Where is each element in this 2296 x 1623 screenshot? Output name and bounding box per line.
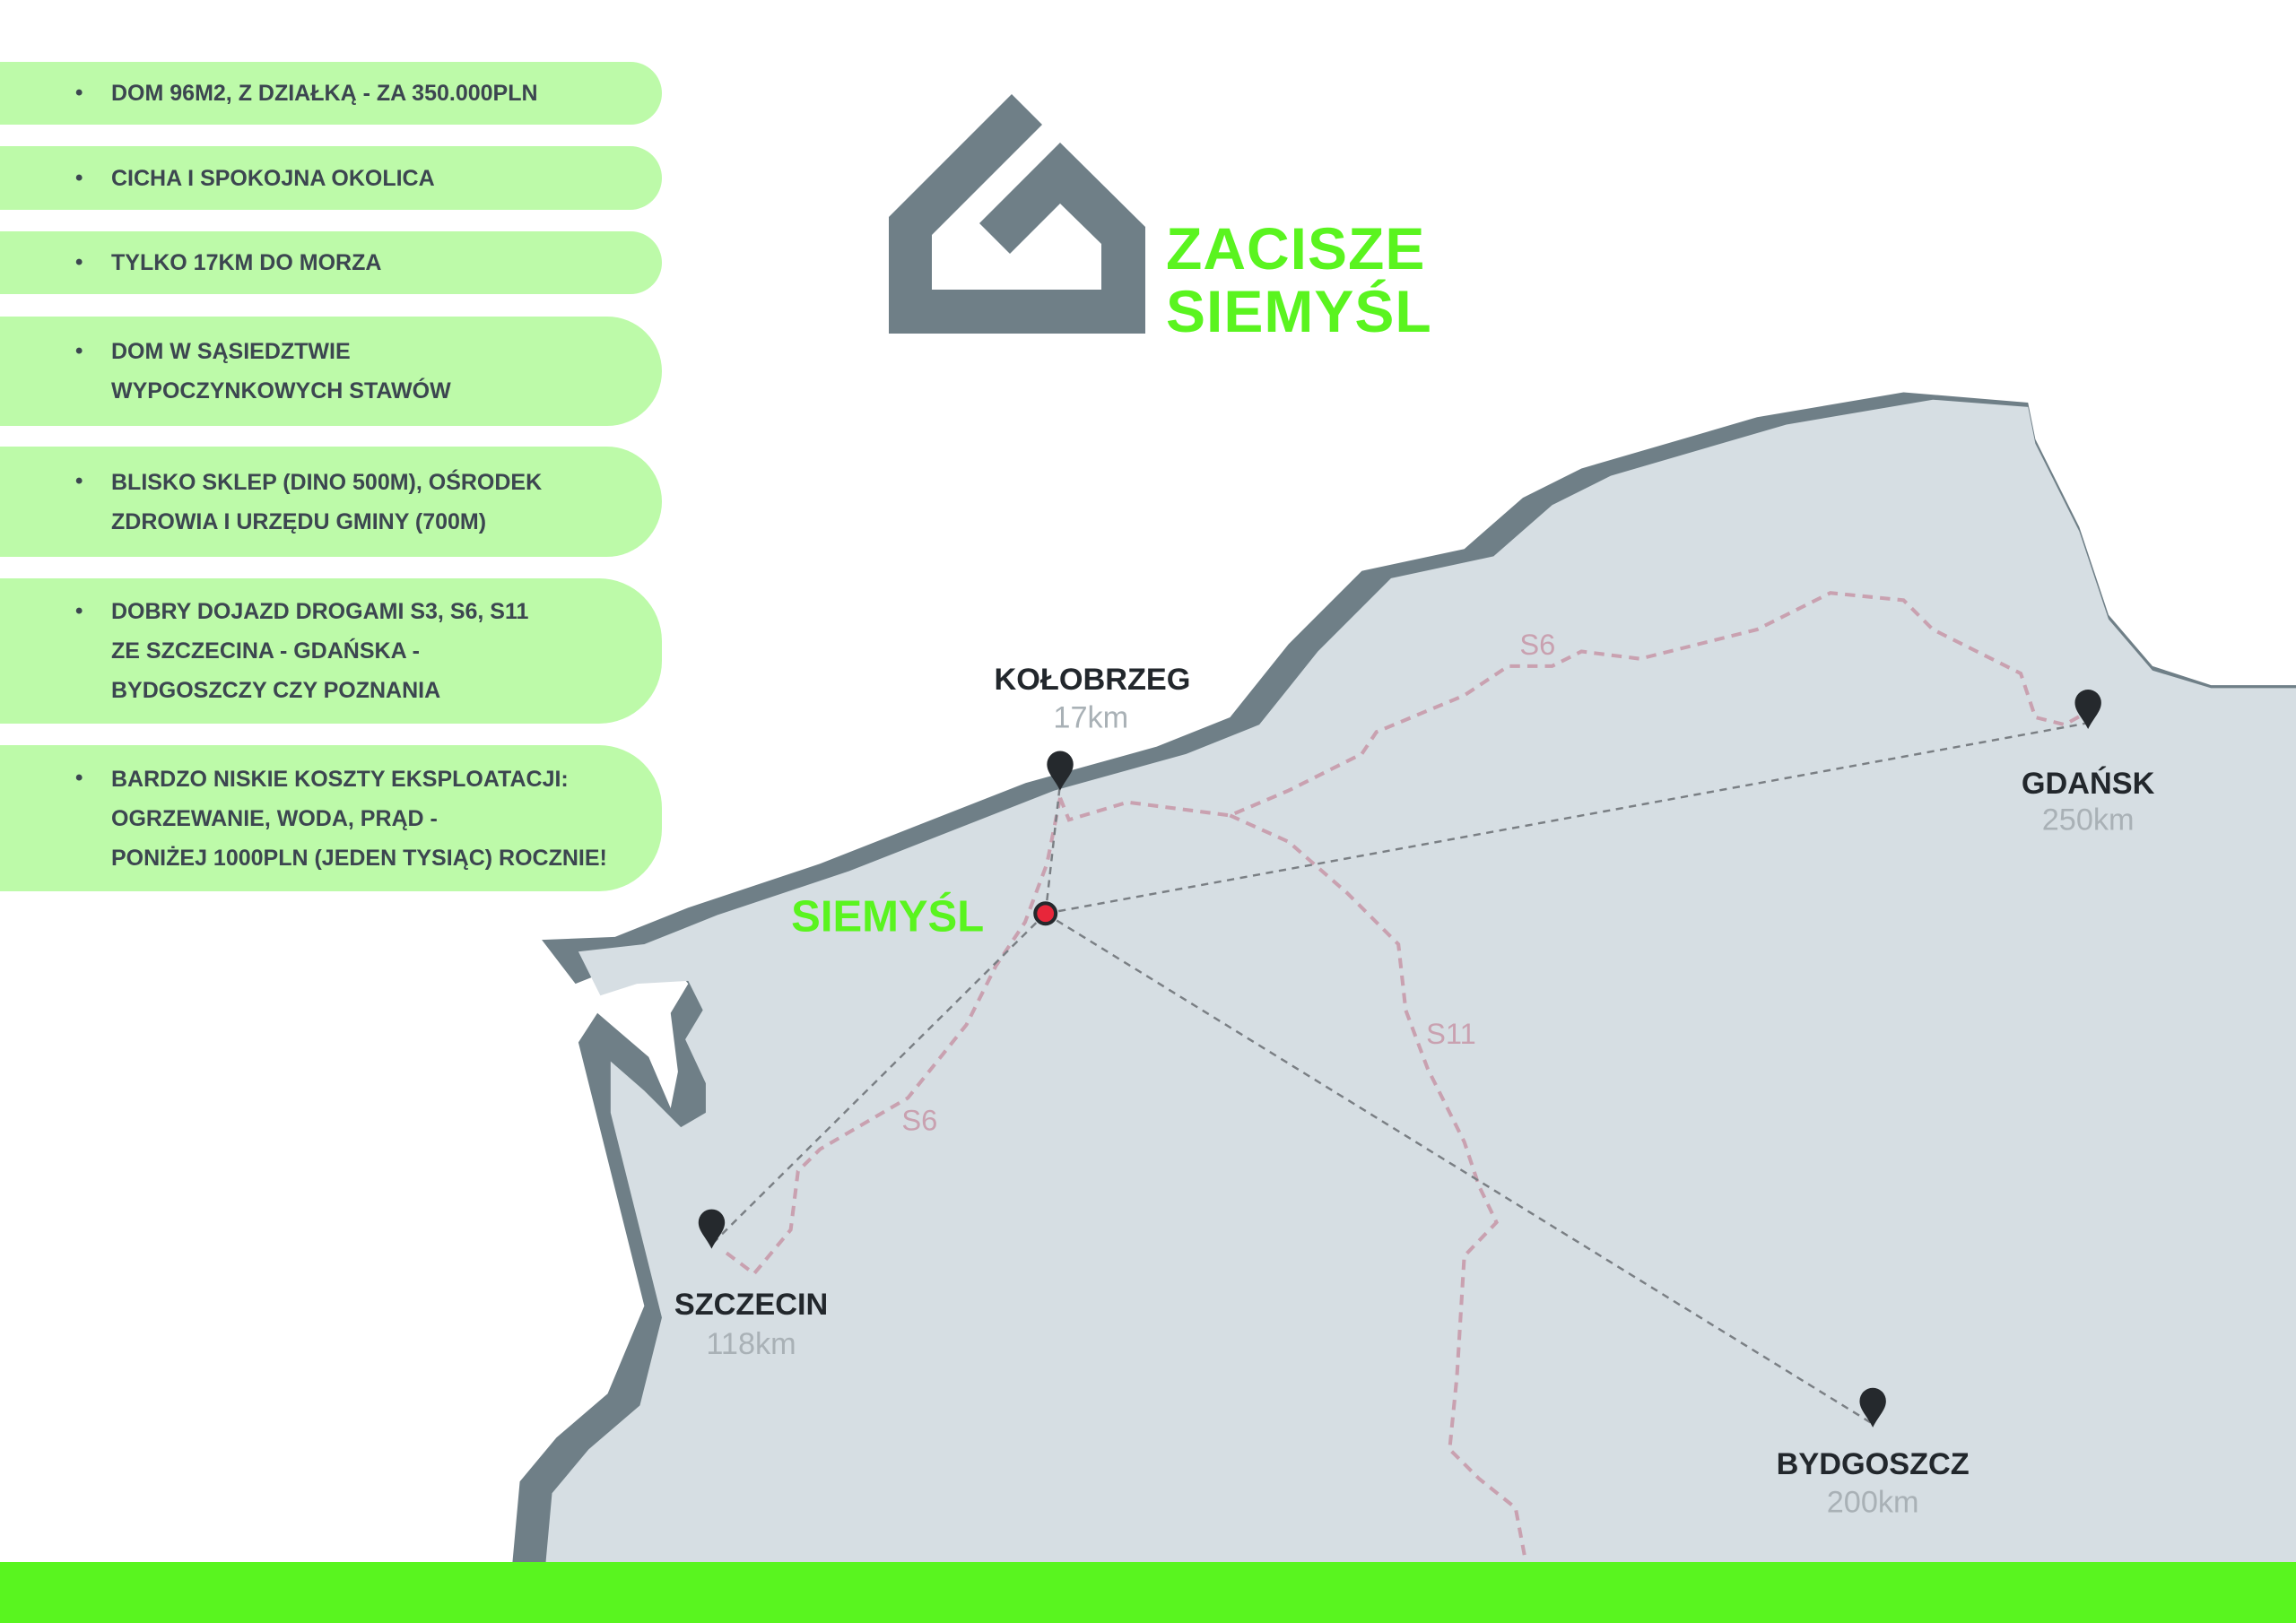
feature-pill-quiet: • CICHA I SPOKOJNA OKOLICA: [0, 146, 662, 210]
kolobrzeg-pin-icon[interactable]: [1047, 751, 1074, 791]
city-label-kolobrzeg: KOŁOBRZEG: [994, 663, 1190, 697]
home-label: SIEMYŚL: [791, 891, 984, 941]
land: [544, 399, 2296, 1575]
distance-szczecin: 118km: [706, 1327, 796, 1361]
city-label-bydgoszcz: BYDGOSZCZ: [1777, 1447, 1970, 1481]
distance-line-bydgoszcz: [1045, 912, 1873, 1424]
gdansk-pin-icon[interactable]: [2074, 689, 2101, 730]
feature-text: BARDZO NISKIE KOSZTY EKSPLOATACJI:: [111, 766, 569, 792]
szczecin-pin-icon[interactable]: [698, 1209, 726, 1249]
feature-pill-costs: • BARDZO NISKIE KOSZTY EKSPLOATACJI: OGR…: [0, 745, 662, 891]
bullet: •: [75, 469, 83, 493]
road-label-s6-west: S6: [901, 1103, 937, 1136]
road-s6-north: [1058, 591, 2092, 822]
distance-kolobrzeg: 17km: [1053, 700, 1128, 734]
distance-gdansk: 250km: [2042, 803, 2135, 838]
logo-text-line2: SIEMYŚL: [1166, 278, 1432, 344]
feature-text: PONIŻEJ 1000PLN (JEDEN TYSIĄC) ROCZNIE!: [111, 845, 607, 871]
feature-pill-ponds: • DOM W SĄSIEDZTWIE WYPOCZYNKOWYCH STAWÓ…: [0, 317, 662, 426]
bottom-accent-bar: [0, 1562, 2296, 1623]
feature-text: ZDROWIA I URZĘDU GMINY (700M): [111, 508, 487, 534]
city-label-gdansk: GDAŃSK: [2022, 765, 2155, 801]
feature-text: TYLKO 17KM DO MORZA: [111, 250, 382, 275]
feature-text: BLISKO SKLEP (DINO 500M), OŚRODEK: [111, 469, 543, 495]
feature-pill-sea: • TYLKO 17KM DO MORZA: [0, 231, 662, 294]
road-label-s6-north: S6: [1519, 628, 1555, 661]
feature-text: DOM 96M2, Z DZIAŁKĄ - ZA 350.000PLN: [111, 81, 538, 106]
feature-pill-roads: • DOBRY DOJAZD DROGAMI S3, S6, S11 ZE SZ…: [0, 578, 662, 724]
distance-line-kolobrzeg: [1044, 783, 1062, 914]
logo-text-line1: ZACISZE: [1166, 215, 1426, 282]
feature-pill-shop: • BLISKO SKLEP (DINO 500M), OŚRODEK ZDRO…: [0, 447, 662, 557]
road-label-s11: S11: [1426, 1017, 1476, 1050]
bydgoszcz-pin-icon[interactable]: [1859, 1387, 1886, 1428]
logo-house-icon: [889, 94, 1145, 334]
bullet: •: [75, 250, 83, 274]
feature-text: ZE SZCZECINA - GDAŃSKA -: [111, 638, 420, 664]
feature-text: DOBRY DOJAZD DROGAMI S3, S6, S11: [111, 599, 529, 624]
distance-bydgoszcz: 200km: [1827, 1486, 1919, 1520]
road-s11: [1229, 813, 1528, 1563]
feature-pill-price: • DOM 96M2, Z DZIAŁKĄ - ZA 350.000PLN: [0, 62, 662, 125]
feature-text: DOM W SĄSIEDZTWIE: [111, 339, 351, 364]
bullet: •: [75, 766, 83, 790]
distance-line-gdansk: [1045, 722, 2087, 915]
feature-text: BYDGOSZCZY CZY POZNANIA: [111, 678, 441, 703]
feature-text: CICHA I SPOKOJNA OKOLICA: [111, 165, 435, 191]
bullet: •: [75, 165, 83, 190]
bullet: •: [75, 599, 83, 623]
feature-text: WYPOCZYNKOWYCH STAWÓW: [111, 378, 451, 404]
bullet: •: [75, 339, 83, 363]
bullet: •: [75, 81, 83, 105]
road-s6-west: [723, 797, 1063, 1277]
city-label-szczecin: SZCZECIN: [674, 1288, 828, 1322]
home-location-dot-icon[interactable]: [1033, 901, 1058, 926]
feature-text: OGRZEWANIE, WODA, PRĄD -: [111, 805, 438, 831]
